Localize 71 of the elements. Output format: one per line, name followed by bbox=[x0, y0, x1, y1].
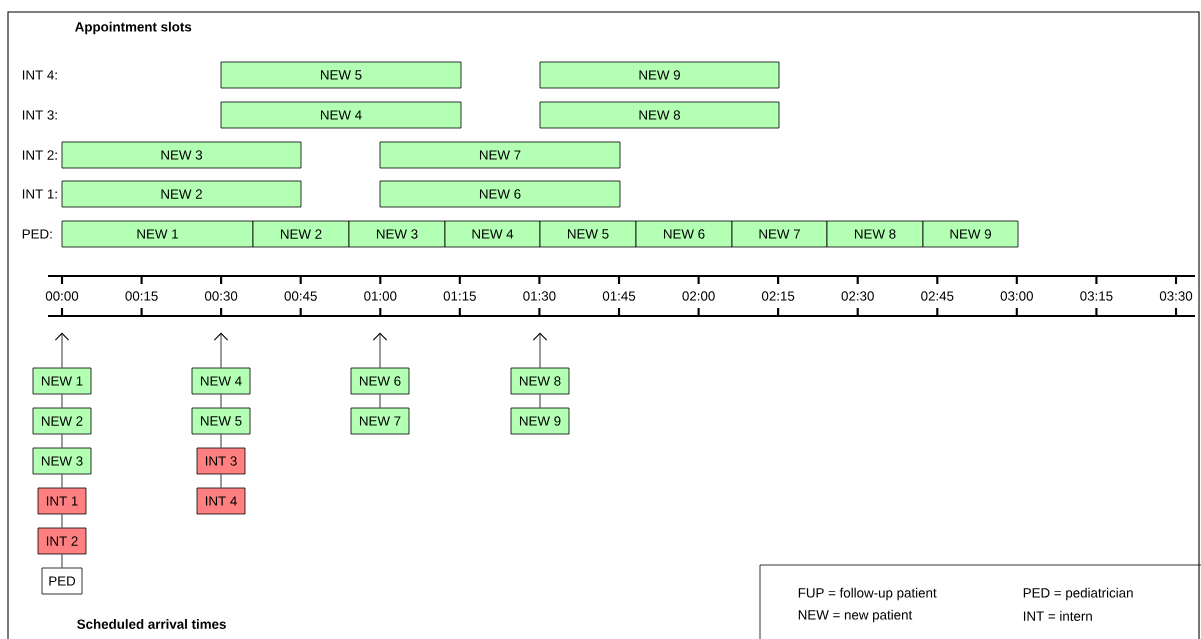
legend-text: NEW = new patient bbox=[798, 609, 913, 623]
time-label: 00:30 bbox=[203, 289, 240, 303]
arrow bbox=[532, 332, 548, 368]
patient-box: INT 1 bbox=[37, 487, 87, 515]
slot-bar: NEW 6 bbox=[635, 220, 733, 248]
time-label: 01:00 bbox=[362, 289, 399, 303]
legend-text: FUP = follow-up patient bbox=[798, 587, 937, 601]
arrow bbox=[372, 332, 388, 368]
connector-line bbox=[220, 474, 222, 488]
slot-bar: NEW 7 bbox=[731, 220, 828, 248]
time-label: 00:00 bbox=[44, 289, 80, 303]
time-label: 01:45 bbox=[601, 289, 638, 303]
connector-line bbox=[61, 434, 63, 448]
time-label: 02:30 bbox=[839, 289, 876, 303]
slot-bar: NEW 5 bbox=[220, 61, 462, 89]
arrow bbox=[213, 332, 229, 368]
time-label: 01:30 bbox=[521, 289, 558, 303]
connector-line bbox=[61, 474, 63, 488]
row-label: INT 1: bbox=[22, 189, 57, 199]
connector-line bbox=[61, 514, 63, 528]
slot-bar: NEW 7 bbox=[379, 141, 621, 169]
time-label: 03:00 bbox=[998, 289, 1035, 303]
row-label: PED: bbox=[22, 229, 52, 239]
time-label: 02:45 bbox=[919, 289, 956, 303]
slot-bar: NEW 3 bbox=[61, 141, 302, 169]
arrow bbox=[54, 332, 70, 368]
patient-box: NEW 5 bbox=[191, 407, 251, 435]
row-label: INT 3: bbox=[22, 110, 57, 120]
connector-line bbox=[379, 394, 381, 408]
slot-bar: NEW 2 bbox=[252, 220, 350, 248]
patient-box: NEW 9 bbox=[510, 407, 570, 435]
patient-box: NEW 6 bbox=[350, 367, 410, 395]
patient-box: INT 3 bbox=[196, 447, 246, 475]
slot-bar: NEW 9 bbox=[922, 220, 1019, 248]
connector-line bbox=[61, 554, 63, 568]
row-label: INT 2: bbox=[22, 150, 57, 160]
connector-line bbox=[61, 394, 63, 408]
time-label: 00:15 bbox=[123, 289, 160, 303]
time-label: 03:15 bbox=[1078, 289, 1115, 303]
patient-box: NEW 1 bbox=[32, 367, 92, 395]
slot-bar: NEW 2 bbox=[61, 180, 302, 208]
section-heading: Scheduled arrival times bbox=[77, 619, 226, 629]
connector-line bbox=[220, 434, 222, 448]
slot-bar: NEW 8 bbox=[826, 220, 924, 248]
connector-line bbox=[539, 394, 541, 408]
time-label: 02:00 bbox=[680, 289, 717, 303]
section-heading: Appointment slots bbox=[75, 21, 192, 35]
patient-box: INT 2 bbox=[37, 527, 87, 555]
time-label: 01:15 bbox=[441, 289, 478, 303]
legend-text: PED = pediatrician bbox=[1023, 587, 1133, 601]
slot-bar: NEW 4 bbox=[444, 220, 541, 248]
slot-bar: NEW 3 bbox=[348, 220, 446, 248]
patient-box: PED bbox=[41, 567, 83, 595]
connector-line bbox=[220, 394, 222, 408]
row-label: INT 4: bbox=[22, 70, 57, 80]
slot-bar: NEW 4 bbox=[220, 101, 462, 129]
time-label: 03:30 bbox=[1158, 289, 1195, 303]
patient-box: NEW 4 bbox=[191, 367, 251, 395]
patient-box: INT 4 bbox=[196, 487, 246, 515]
legend-text: INT = intern bbox=[1023, 611, 1092, 621]
slot-bar: NEW 6 bbox=[379, 180, 621, 208]
patient-box: NEW 8 bbox=[510, 367, 570, 395]
slot-bar: NEW 9 bbox=[539, 61, 780, 89]
patient-box: NEW 3 bbox=[32, 447, 92, 475]
time-label: 00:45 bbox=[282, 289, 319, 303]
slot-bar: NEW 5 bbox=[539, 220, 637, 248]
patient-box: NEW 2 bbox=[32, 407, 92, 435]
slot-bar: NEW 1 bbox=[61, 220, 254, 248]
patient-box: NEW 7 bbox=[350, 407, 410, 435]
slot-bar: NEW 8 bbox=[539, 101, 780, 129]
time-label: 02:15 bbox=[760, 289, 797, 303]
